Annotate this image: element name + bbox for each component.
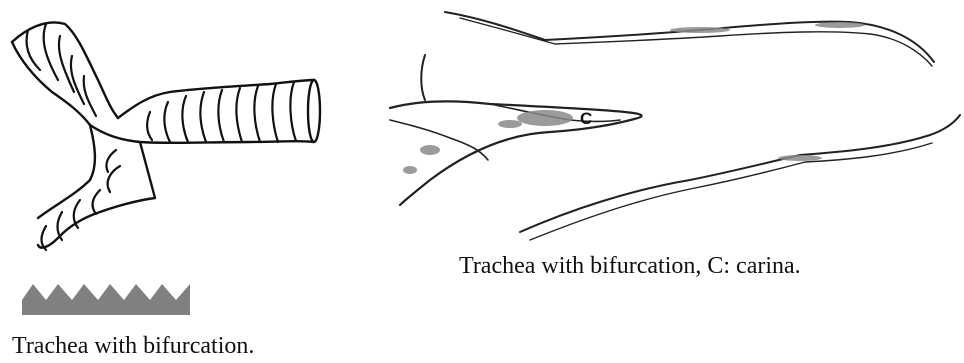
right-figure-caption: Trachea with bifurcation, C: carina. — [459, 252, 801, 280]
cartilage-rings — [27, 24, 297, 250]
carina-label: C — [580, 109, 592, 128]
upper-branch-inner-edge — [12, 42, 90, 125]
trachea-section-drawing: C — [370, 0, 964, 250]
left-wall-fragment — [421, 55, 425, 100]
upper-wall — [445, 12, 934, 62]
trachea-drawing — [0, 0, 330, 332]
lower-wall — [520, 115, 960, 232]
trachea-drawing-svg — [0, 0, 330, 332]
cartilage-comb-bar — [22, 284, 190, 315]
trunk-upper-edge — [118, 80, 314, 118]
trunk-end-opening — [308, 80, 320, 142]
lower-wall-inner — [530, 143, 932, 240]
stained-tissue — [403, 22, 865, 174]
left-figure-caption: Trachea with bifurcation. — [12, 332, 254, 360]
trachea-section-svg: C — [370, 0, 964, 250]
lower-branch-inner-edge — [38, 125, 95, 218]
